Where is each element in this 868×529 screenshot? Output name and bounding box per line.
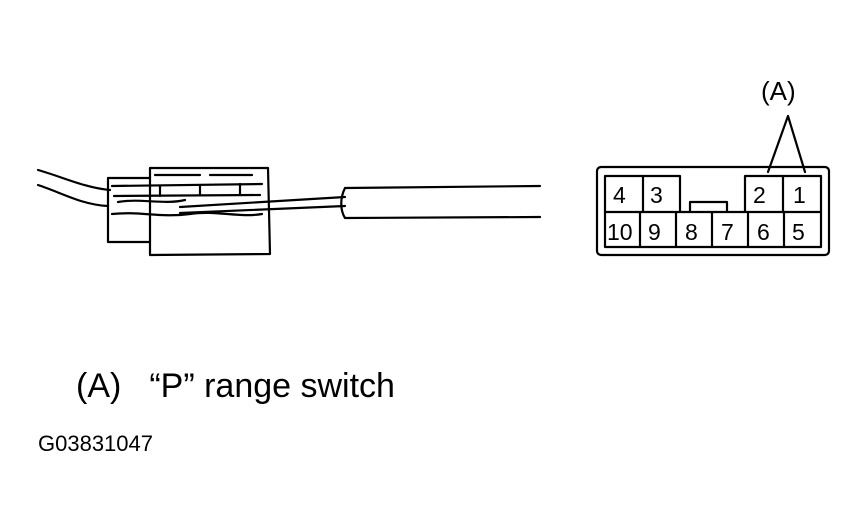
wire-upper — [36, 168, 112, 192]
pin-label: 9 — [648, 219, 661, 245]
connector-outline — [595, 165, 831, 257]
connector-face — [595, 114, 831, 257]
terminal-grid — [603, 174, 823, 249]
callout-marker: (A) — [761, 76, 796, 106]
pin-label: 4 — [613, 182, 626, 208]
connector-with-probe — [36, 166, 542, 257]
pin-label: 5 — [792, 219, 805, 245]
pin-label: 7 — [721, 219, 734, 245]
legend-key: (A) — [76, 367, 122, 405]
callout-lines — [766, 114, 807, 174]
pin-label: 3 — [650, 182, 663, 208]
probe-pin — [178, 195, 347, 215]
wire-lower — [36, 183, 110, 208]
pin-label: 1 — [793, 182, 806, 208]
pin-label: 2 — [753, 182, 766, 208]
probe-handle — [340, 184, 542, 220]
legend-description: “P” range switch — [149, 367, 395, 405]
legend: (A) “P” range switch — [76, 367, 395, 406]
figure-code: G03831047 — [38, 431, 153, 456]
pin-label: 10 — [607, 219, 633, 245]
connector-housing — [106, 166, 272, 257]
pin-label: 6 — [757, 219, 770, 245]
pin-label: 8 — [685, 219, 698, 245]
